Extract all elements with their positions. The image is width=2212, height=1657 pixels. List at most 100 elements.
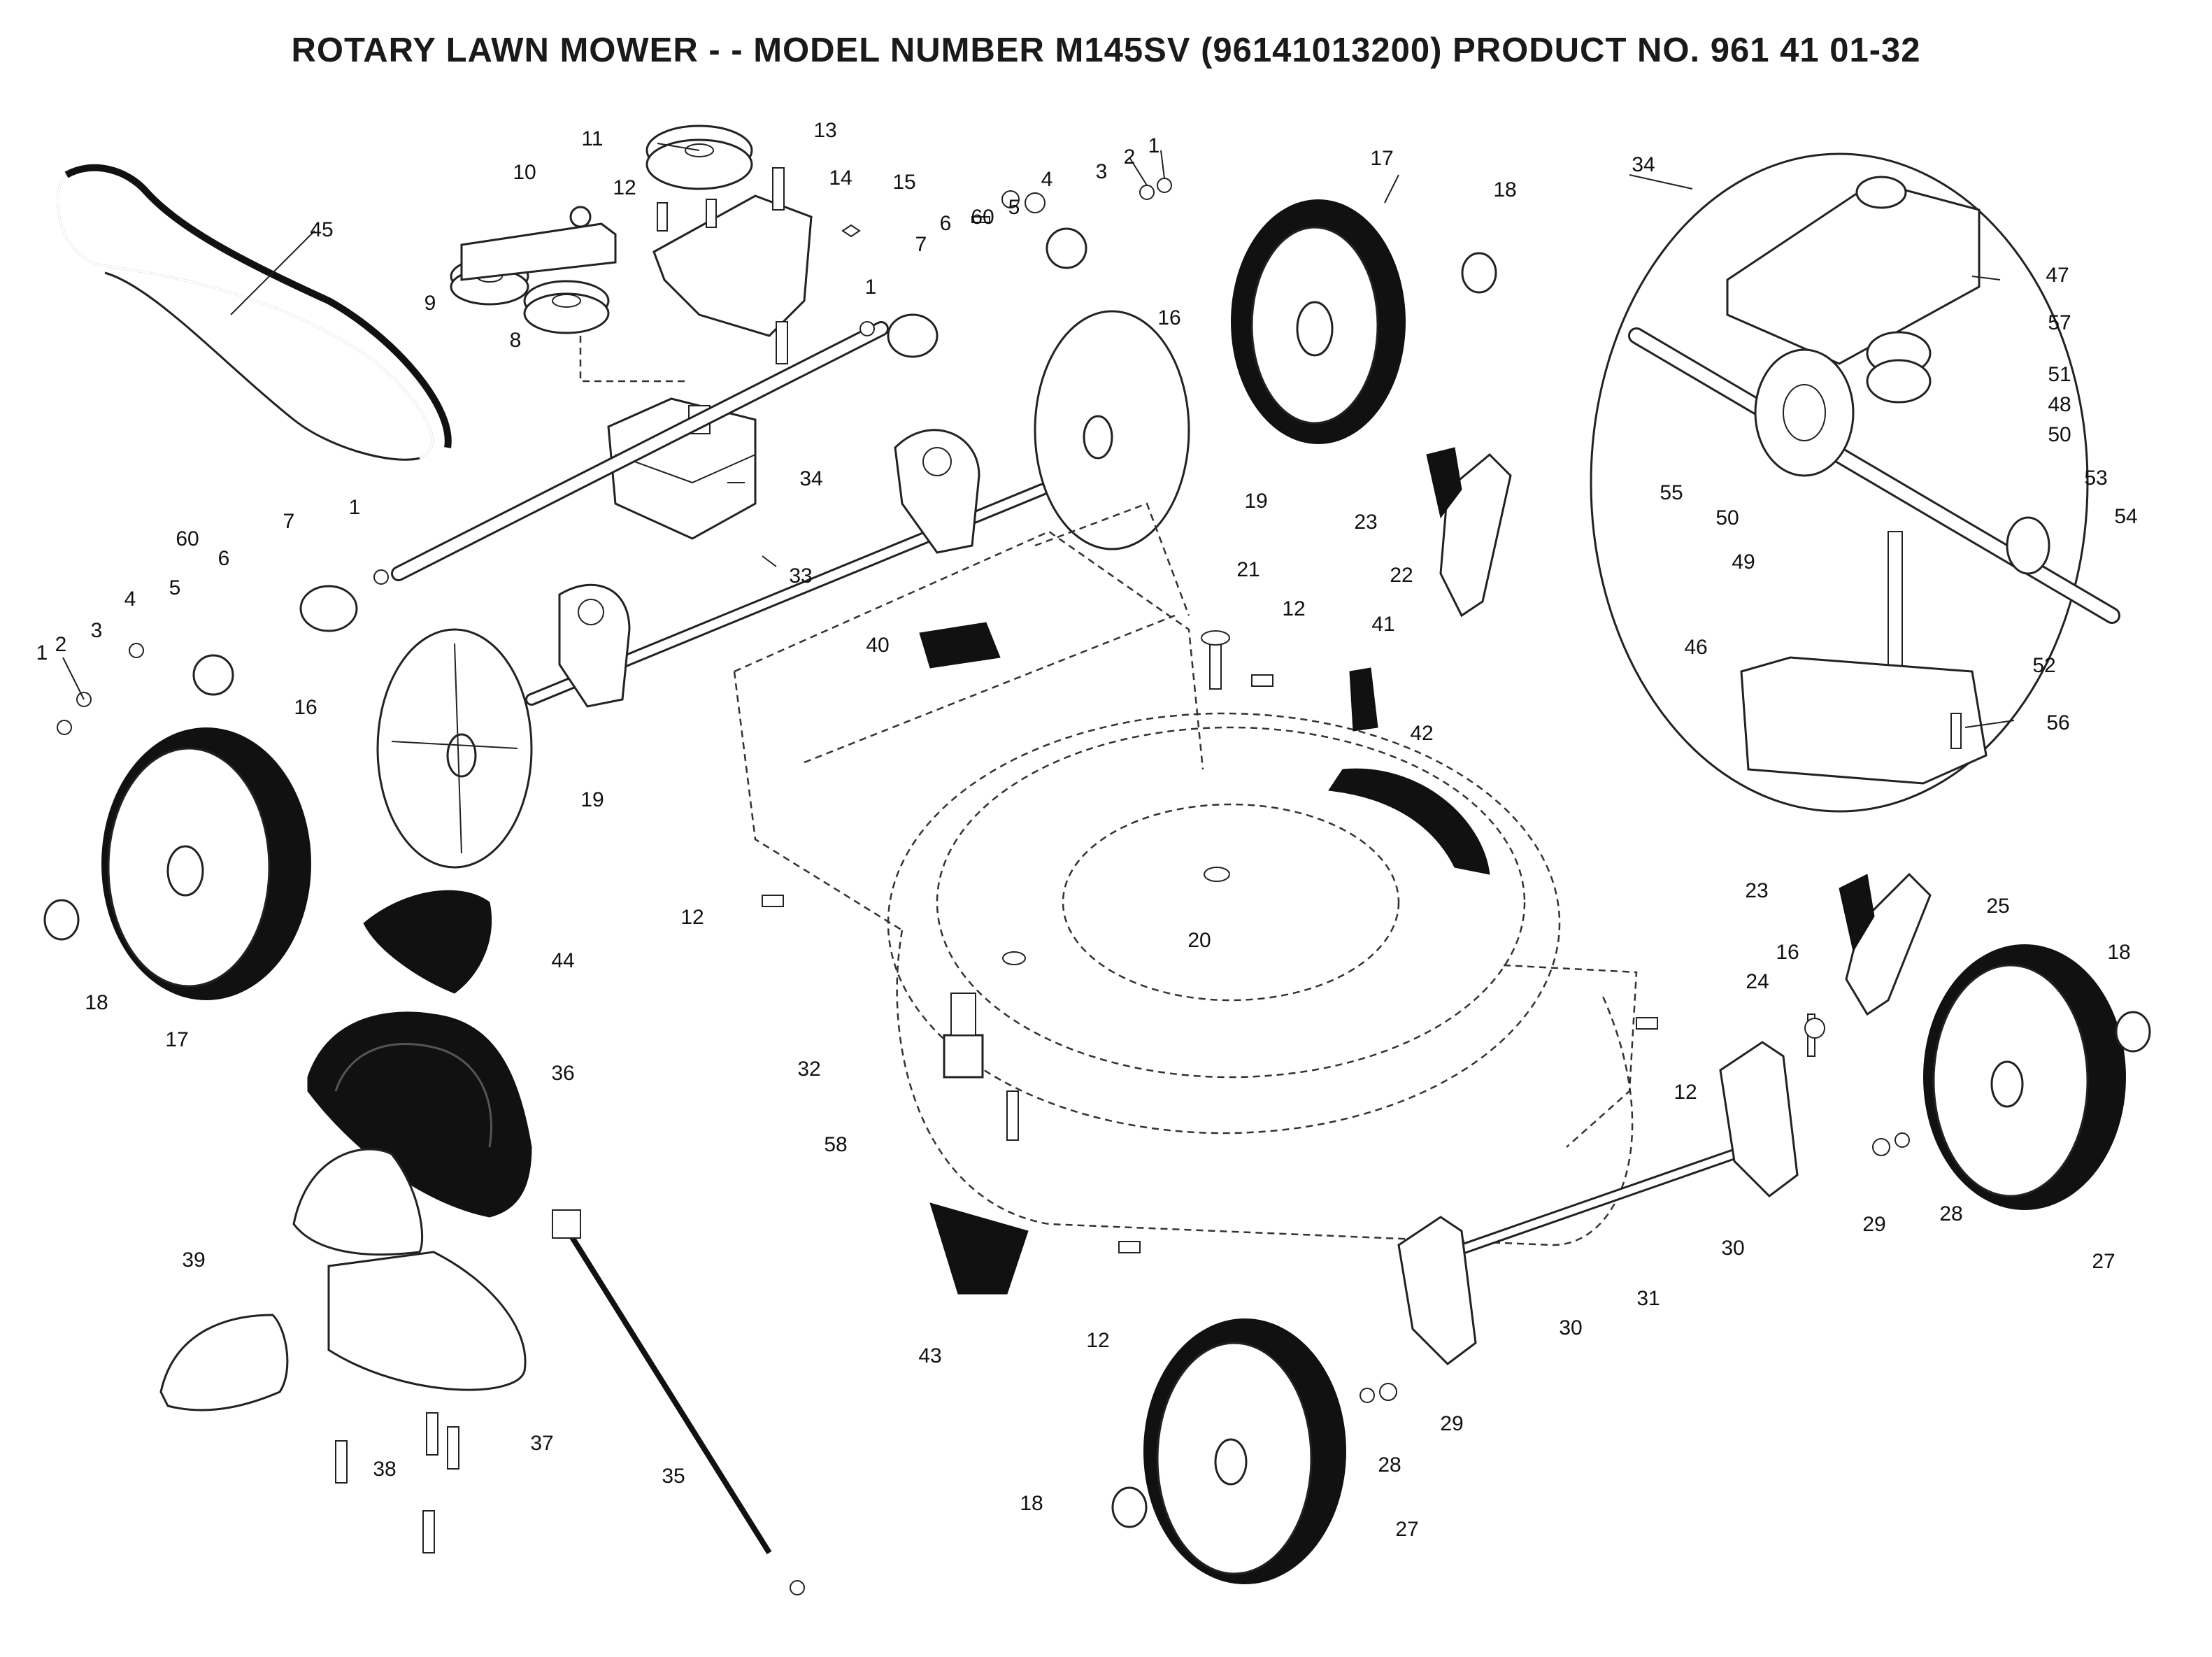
callout-55: 55 (1660, 481, 1683, 504)
callout-21: 21 (1236, 558, 1260, 581)
callout-35: 35 (662, 1465, 685, 1488)
callout-2: 2 (55, 633, 67, 656)
axle-small-hardware (57, 178, 1172, 735)
callout-60: 60 (971, 206, 994, 229)
callout-56: 56 (2046, 711, 2069, 734)
callout-17: 17 (165, 1028, 188, 1051)
callout-1: 1 (865, 276, 877, 299)
callout-20: 20 (1187, 929, 1211, 952)
mower-deck (733, 502, 1638, 1246)
callout-29: 29 (1862, 1213, 1885, 1236)
callout-13: 13 (813, 119, 836, 142)
callout-15: 15 (892, 171, 915, 194)
callout-28: 28 (1378, 1453, 1401, 1477)
idler-pulley-assembly (450, 125, 861, 383)
callout-45: 45 (310, 218, 333, 241)
callout-1: 1 (36, 641, 48, 664)
callout-3: 3 (91, 619, 103, 642)
wheel-17-rear-left (101, 727, 311, 1000)
callout-18: 18 (1020, 1492, 1043, 1515)
callout-34: 34 (1632, 153, 1655, 176)
callout-19: 19 (1244, 490, 1267, 513)
wheel-27-front-right (1923, 944, 2126, 1210)
callout-17: 17 (1370, 147, 1393, 170)
callout-57: 57 (2048, 311, 2071, 334)
callout-4: 4 (124, 588, 136, 611)
callout-12: 12 (1086, 1329, 1109, 1352)
rear-axle-shaft (525, 429, 1048, 708)
callout-2: 2 (1124, 145, 1136, 169)
callout-6: 6 (940, 212, 952, 235)
control-cable (552, 1209, 805, 1595)
callout-41: 41 (1371, 613, 1394, 636)
callout-49: 49 (1732, 550, 1755, 574)
callout-16: 16 (1776, 941, 1799, 964)
transmission-assembly (192, 227, 1087, 696)
callout-4: 4 (1041, 168, 1053, 191)
decals (363, 622, 1490, 1295)
hose-adaptor-32 (943, 993, 984, 1079)
callout-10: 10 (513, 161, 536, 184)
callout-39: 39 (182, 1249, 205, 1272)
callout-60: 60 (176, 527, 199, 550)
callout-1: 1 (349, 496, 361, 519)
callout-29: 29 (1440, 1412, 1463, 1435)
callout-18: 18 (85, 991, 108, 1014)
callout-19: 19 (580, 788, 604, 811)
callout-6: 6 (218, 547, 230, 570)
callout-50: 50 (2048, 423, 2071, 446)
drive-belt (57, 164, 452, 461)
callout-11: 11 (581, 127, 603, 150)
callout-18: 18 (2107, 941, 2130, 964)
callout-18: 18 (1493, 178, 1516, 201)
callout-24: 24 (1746, 970, 1769, 993)
callout-48: 48 (2048, 393, 2071, 416)
callout-34: 34 (799, 467, 822, 490)
callout-16: 16 (294, 696, 317, 719)
callout-28: 28 (1939, 1202, 1962, 1225)
bolts (762, 630, 1658, 1253)
callout-44: 44 (551, 949, 574, 972)
callout-43: 43 (918, 1344, 941, 1367)
callout-54: 54 (2114, 505, 2137, 528)
callout-12: 12 (1674, 1081, 1697, 1104)
callout-5: 5 (169, 576, 181, 599)
callout-22: 22 (1390, 564, 1413, 587)
callout-labels: 1 1 1 1 2 2 3 3 4 4 5 5 6 6 7 7 8 9 10 1… (36, 119, 2138, 1541)
callout-16: 16 (1157, 306, 1180, 329)
callout-25: 25 (1986, 895, 2009, 918)
callout-12: 12 (613, 176, 636, 199)
callout-12: 12 (1282, 597, 1305, 620)
callout-9: 9 (424, 292, 436, 315)
callout-23: 23 (1745, 879, 1768, 902)
front-axle-assembly (1360, 1014, 1910, 1403)
callout-27: 27 (2092, 1250, 2115, 1273)
callout-7: 7 (915, 233, 927, 256)
callout-42: 42 (1410, 722, 1433, 745)
callout-36: 36 (551, 1062, 574, 1085)
leader-lines (62, 143, 2015, 728)
callout-37: 37 (530, 1432, 553, 1455)
callout-38: 38 (373, 1458, 396, 1481)
callout-23: 23 (1354, 511, 1377, 534)
callout-1: 1 (1148, 134, 1160, 157)
hub-cover-19 (376, 310, 1190, 869)
callout-7: 7 (283, 510, 295, 533)
callout-30: 30 (1559, 1316, 1582, 1339)
callout-40: 40 (866, 634, 889, 657)
callout-3: 3 (1096, 160, 1108, 183)
rear-chute-assembly (159, 1011, 532, 1553)
callout-58: 58 (824, 1133, 847, 1156)
callout-47: 47 (2046, 264, 2069, 287)
callout-12: 12 (680, 906, 704, 929)
callout-33: 33 (789, 564, 812, 588)
gearbox-detail-view (1590, 152, 2120, 813)
callout-52: 52 (2032, 654, 2055, 677)
hub-nuts-18 (43, 252, 2151, 1528)
callout-27: 27 (1395, 1518, 1418, 1541)
height-adjust-levers (1426, 447, 1932, 1016)
callout-51: 51 (2048, 363, 2071, 386)
wheel-17-rear-right (1231, 199, 1406, 444)
callout-31: 31 (1636, 1287, 1660, 1310)
